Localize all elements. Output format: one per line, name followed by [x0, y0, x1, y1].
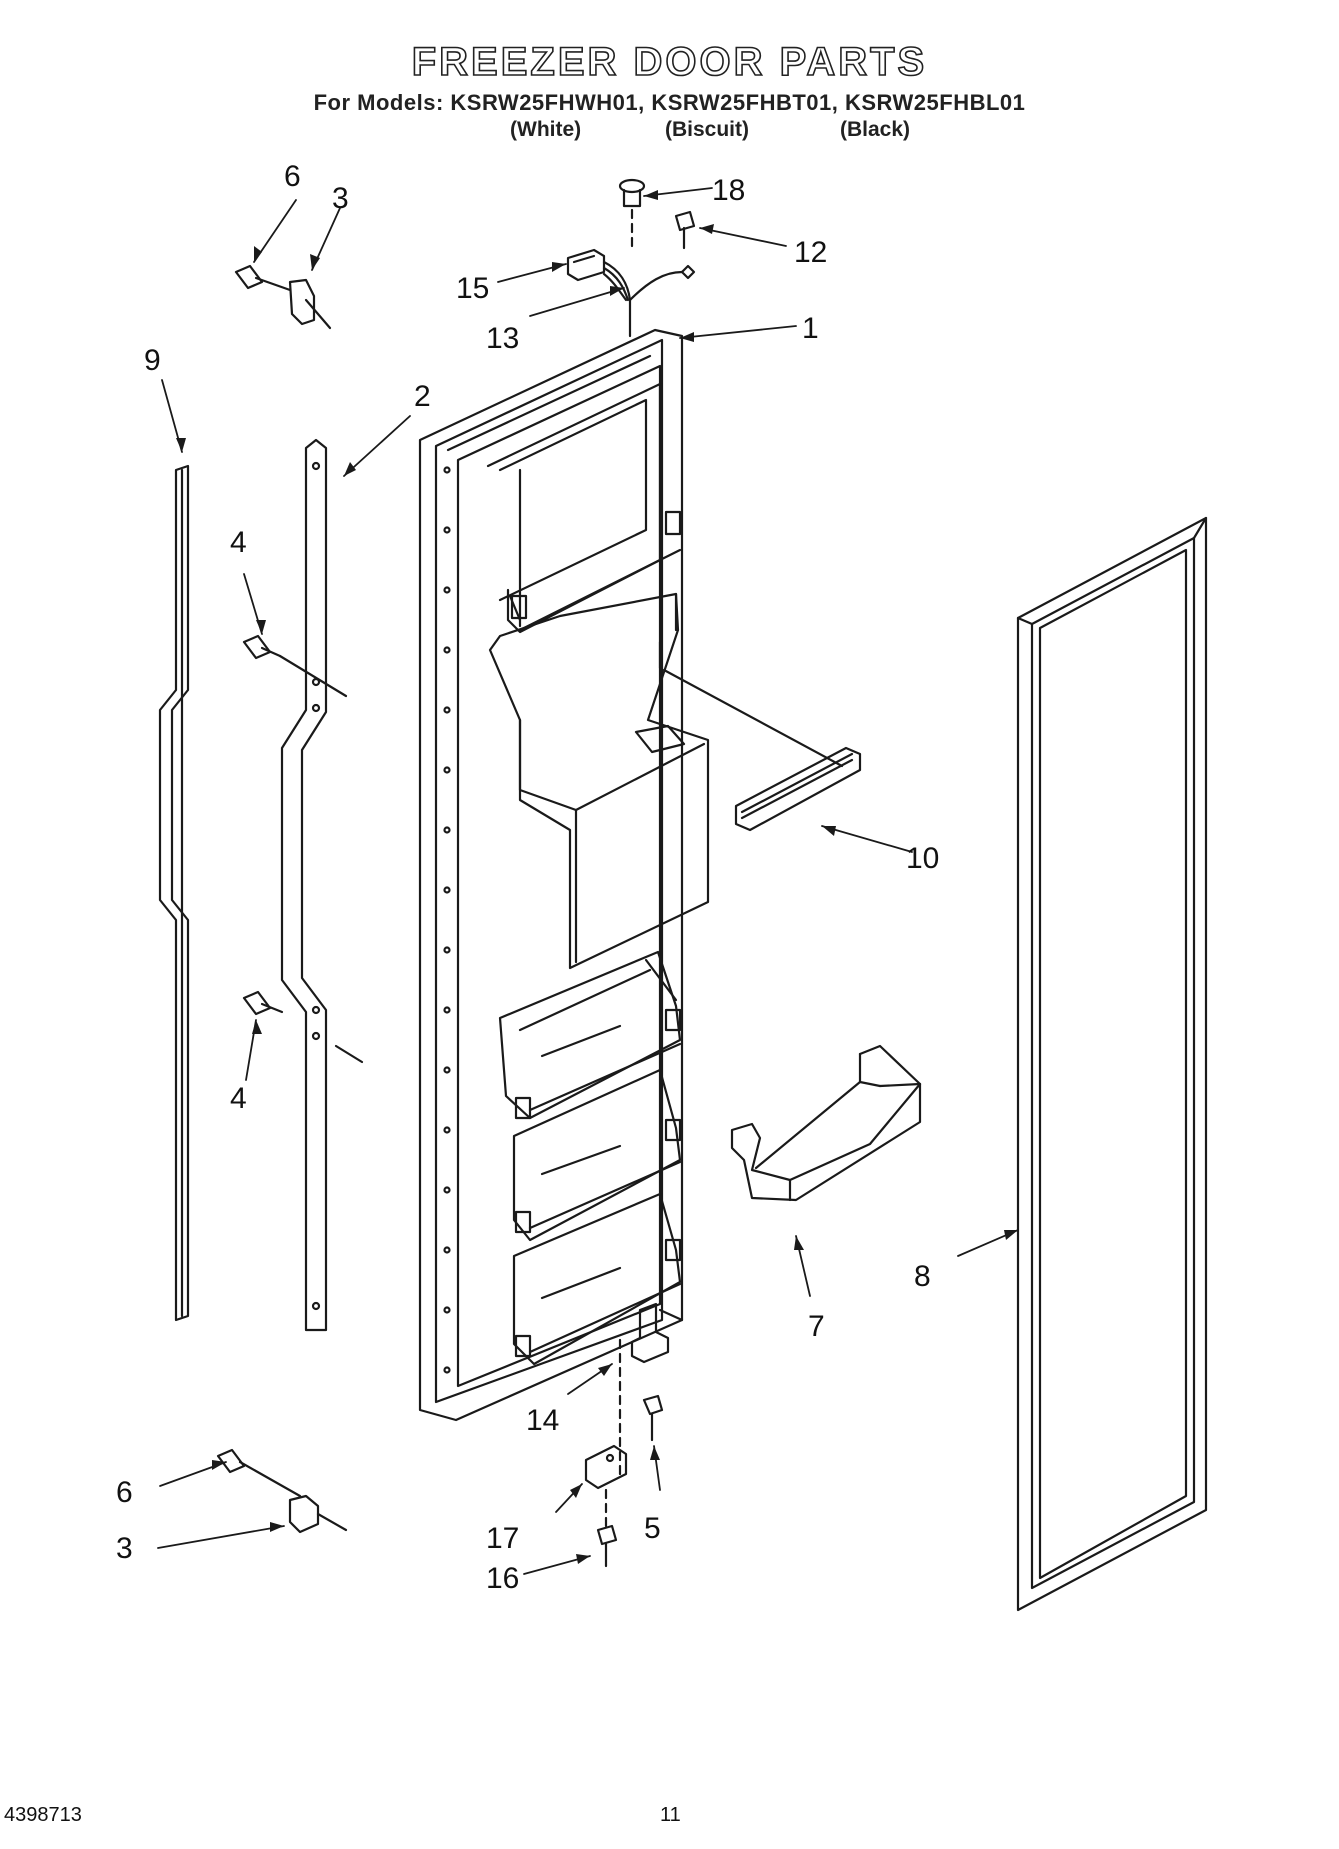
part-14-hinge-pin: [618, 1302, 670, 1482]
part-4-screw-upper: [242, 634, 348, 698]
callout-2: 2: [414, 380, 431, 413]
callout-17: 17: [486, 1522, 519, 1555]
callout-4-upper: 4: [230, 526, 247, 559]
variant-white: (White): [510, 118, 582, 141]
callout-15: 15: [456, 272, 489, 305]
callout-8: 8: [914, 1260, 931, 1293]
part-6-screw-top: [234, 264, 292, 292]
variant-black: (Black): [840, 118, 911, 141]
callout-13: 13: [486, 322, 519, 355]
callout-4-lower: 4: [230, 1082, 247, 1115]
callout-5: 5: [644, 1512, 661, 1545]
part-9-strip: [158, 464, 190, 1322]
part-1-door-panel: [418, 328, 844, 1422]
callout-arrowheads: [176, 190, 1018, 1564]
callout-18: 18: [712, 174, 745, 207]
part-13-wires: [602, 260, 696, 338]
callout-14: 14: [526, 1404, 559, 1437]
part-7-bin: [730, 1044, 922, 1202]
page-number: 11: [660, 1804, 681, 1826]
page-title: FREEZER DOOR PARTS: [411, 39, 928, 85]
part-2-hinge-bar: [280, 438, 328, 1332]
part-10-channel: [734, 746, 862, 832]
variant-biscuit: (Biscuit): [665, 118, 749, 141]
callout-1: 1: [802, 312, 819, 345]
callout-6-top: 6: [284, 160, 301, 193]
part-15-connector: [566, 248, 606, 282]
part-17-hinge-bracket: [584, 1444, 628, 1532]
callout-leaders: [157, 187, 1019, 1575]
callout-3-top: 3: [332, 182, 349, 215]
callout-7: 7: [808, 1310, 825, 1343]
callout-6-bottom: 6: [116, 1476, 133, 1509]
part-4-screw-lower: [242, 990, 364, 1064]
part-3-cap-top: [288, 278, 332, 330]
callout-10: 10: [906, 842, 939, 875]
callout-12: 12: [794, 236, 827, 269]
part-16-screw: [596, 1524, 618, 1568]
part-5-screw: [642, 1394, 664, 1442]
models-line: For Models: KSRW25FHWH01, KSRW25FHBT01, …: [313, 90, 1026, 115]
callout-numbers: 6 3 9 2 4 4 6 3 1 15 13 18 12 10 7 8 14 …: [116, 160, 939, 1595]
callout-3-bottom: 3: [116, 1532, 133, 1565]
part-12-screw: [674, 210, 696, 250]
part-6-screw-bottom: [216, 1448, 302, 1498]
callout-16: 16: [486, 1562, 519, 1595]
document-number: 4398713: [4, 1804, 82, 1826]
part-3-cap-bottom: [288, 1494, 348, 1534]
callout-9: 9: [144, 344, 161, 377]
part-8-gasket: [1016, 516, 1208, 1612]
part-18-plug: [618, 178, 646, 254]
